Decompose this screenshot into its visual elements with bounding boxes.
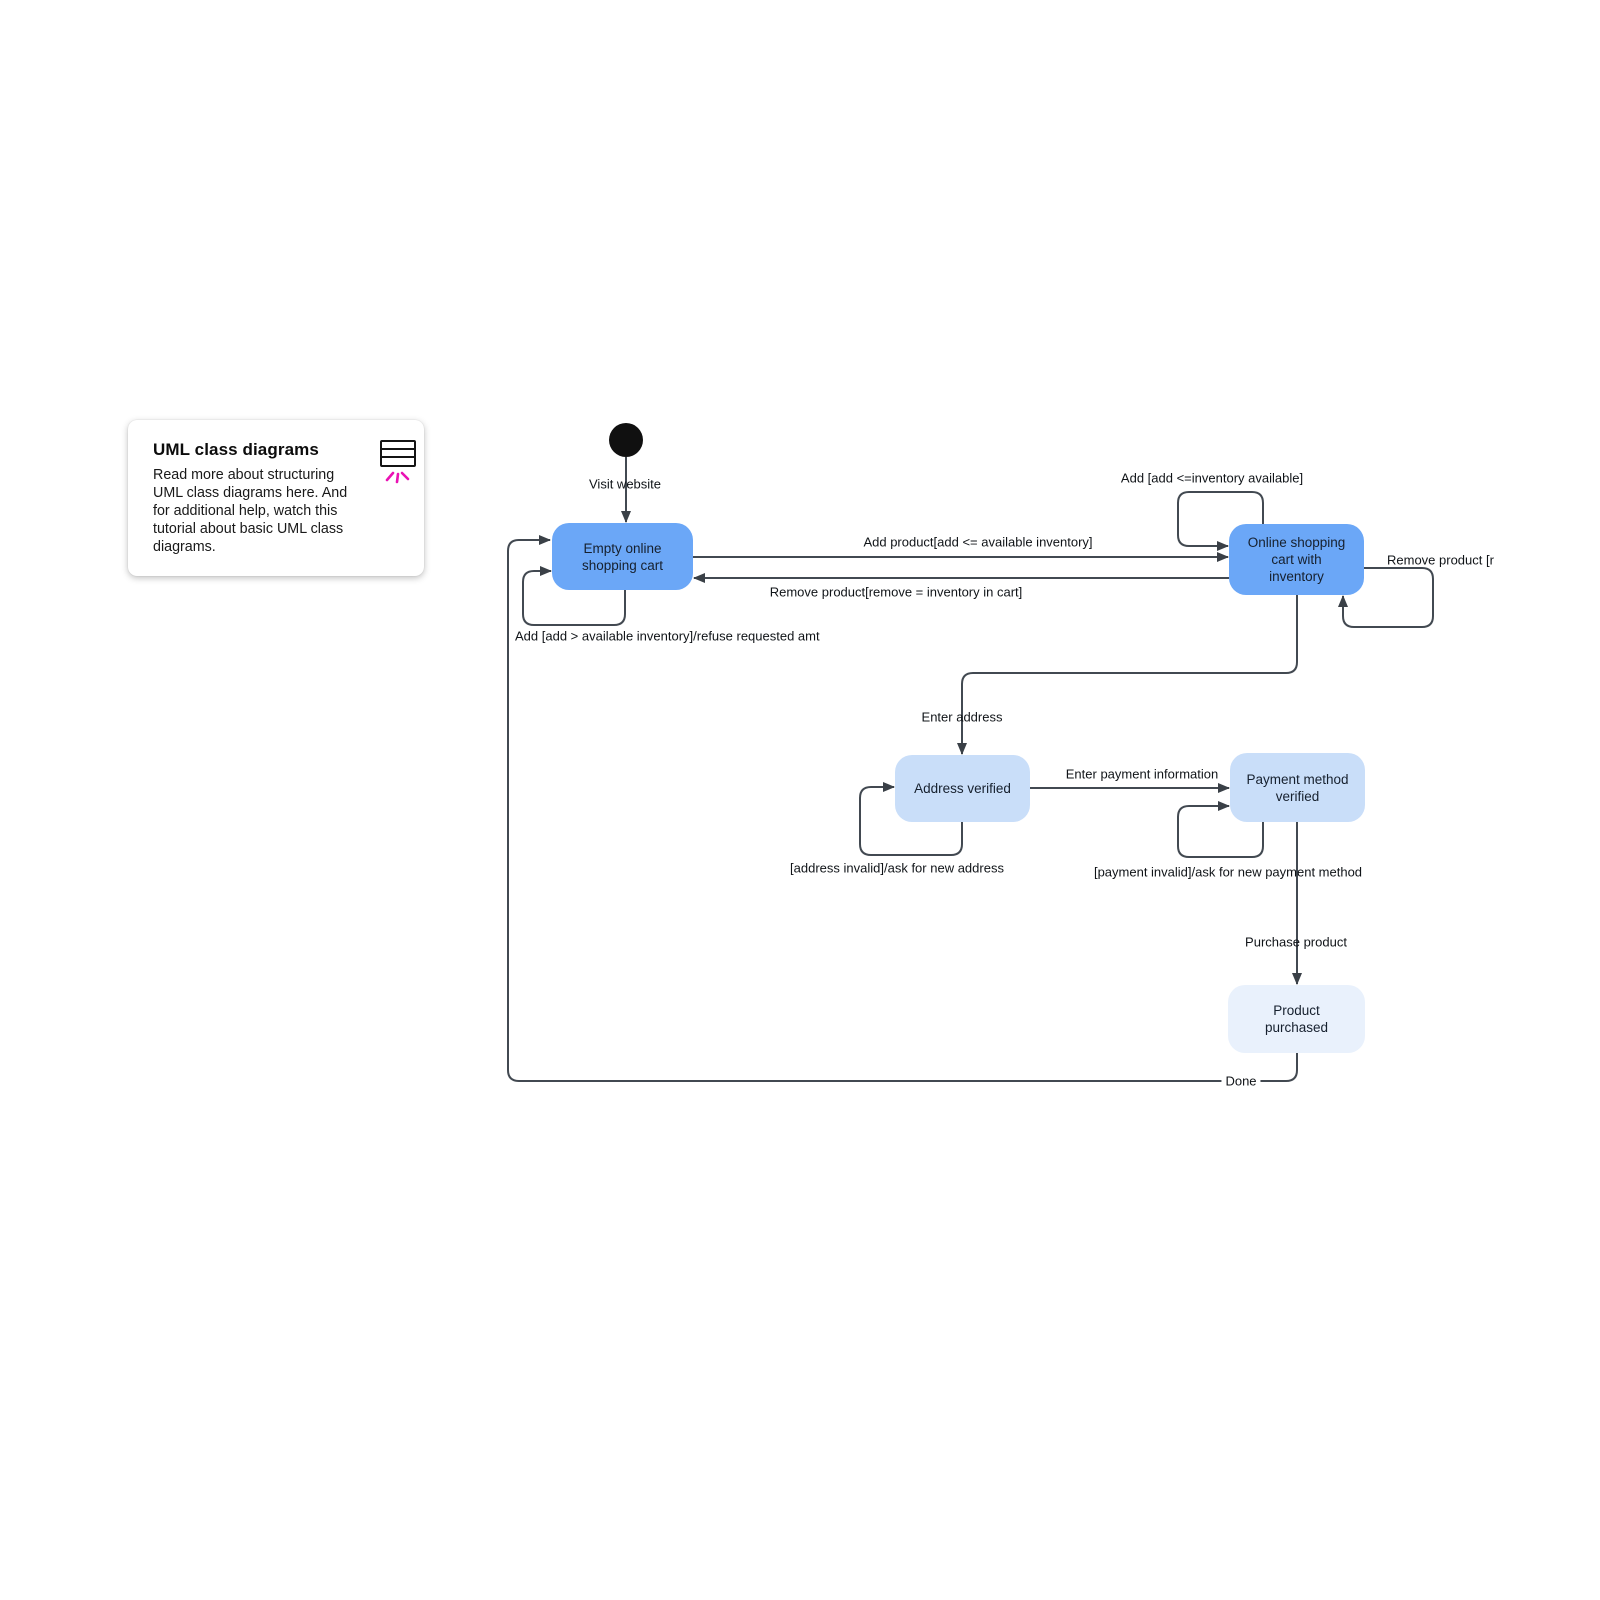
edge-remove-product-self-loop — [1338, 567, 1434, 628]
state-address-verified: Address verified — [895, 755, 1030, 822]
transition-label-payment-invalid: [payment invalid]/ask for new payment me… — [1093, 864, 1363, 880]
sparkle-rays-icon — [385, 471, 410, 484]
edge-payment-invalid-self-loop — [1177, 801, 1264, 858]
uml-class-box-icon — [380, 440, 416, 484]
note-card-title: UML class diagrams — [153, 440, 319, 459]
note-card-body: Read more about structuring UML class di… — [153, 467, 348, 555]
state-empty-online-shopping-cart: Empty online shopping cart — [552, 523, 693, 590]
edge-done — [507, 535, 1298, 1082]
transition-label-purchase-product: Purchase product — [1245, 934, 1347, 950]
initial-state-node — [609, 423, 643, 457]
state-product-purchased: Product purchased — [1228, 985, 1365, 1053]
transition-label-remove-product-truncated: Remove product [r — [1387, 552, 1494, 568]
transition-label-enter-address: Enter address — [921, 709, 1003, 725]
edge-enter-address — [957, 595, 1298, 755]
edge-add-within-inventory-self-loop — [1177, 491, 1264, 551]
transition-label-add-within-inventory: Add [add <=inventory available] — [1120, 470, 1304, 486]
transition-label-add-over-inventory: Add [add > available inventory]/refuse r… — [515, 628, 820, 644]
transition-label-enter-payment: Enter payment information — [1065, 766, 1219, 782]
state-online-shopping-cart-with-inventory: Online shopping cart with inventory — [1229, 524, 1364, 595]
class-box-icon — [380, 440, 416, 467]
transition-label-visit-website: Visit website — [588, 476, 662, 492]
transition-label-address-invalid: [address invalid]/ask for new address — [790, 860, 1004, 876]
transition-label-add-product: Add product[add <= available inventory] — [863, 534, 1093, 550]
edge-address-invalid-self-loop — [859, 782, 963, 856]
transition-label-done: Done — [1221, 1073, 1261, 1089]
note-card: UML class diagrams Read more about struc… — [128, 420, 424, 576]
edge-add-over-inventory-self-loop — [522, 566, 626, 626]
state-payment-method-verified: Payment method verified — [1230, 753, 1365, 822]
transition-label-remove-product: Remove product[remove = inventory in car… — [769, 584, 1023, 600]
